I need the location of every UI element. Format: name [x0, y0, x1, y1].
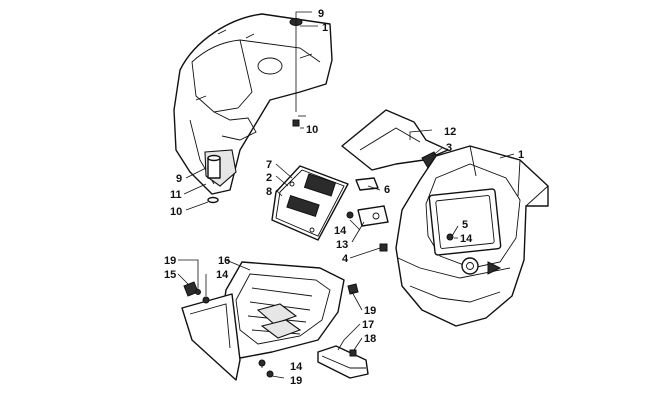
front-fender-assembly [173, 13, 333, 195]
callout-10-top: 10 [306, 124, 318, 136]
callout-3: 3 [446, 142, 452, 154]
callout-9-top: 9 [318, 8, 324, 20]
fastener-14-mid [346, 211, 354, 219]
callout-labels: 9 1 10 9 11 10 7 2 8 6 12 3 1 5 14 14 13… [164, 8, 524, 387]
callout-14-left: 14 [216, 269, 229, 281]
callout-12: 12 [444, 126, 456, 138]
callout-8: 8 [266, 186, 272, 198]
callout-15: 15 [164, 269, 176, 281]
callout-13: 13 [336, 239, 348, 251]
callout-19-left: 19 [164, 255, 176, 267]
callout-19-right: 19 [364, 305, 376, 317]
shield-part-12 [341, 109, 449, 171]
washer-10-low [207, 196, 219, 204]
callout-14-bottom: 14 [290, 361, 303, 373]
label-plate [271, 165, 349, 241]
callout-9-mid: 9 [176, 173, 182, 185]
bracket-part-13 [357, 205, 389, 227]
fastener-18 [349, 349, 357, 357]
fastener-19-bottom [266, 370, 274, 378]
fastener-10-top [292, 119, 300, 127]
callout-19-bottom: 19 [290, 375, 302, 387]
fastener-4 [379, 243, 388, 252]
step-bar-part-17 [317, 345, 369, 379]
callout-11: 11 [170, 189, 182, 201]
callout-7: 7 [266, 159, 272, 171]
callout-16: 16 [218, 255, 230, 267]
tab-part-6 [355, 177, 379, 191]
fastener-19-right [347, 283, 359, 295]
callout-14-right: 14 [460, 233, 473, 245]
fastener-19-left [195, 289, 201, 295]
fastener-14-left [202, 296, 210, 304]
bumper-9-mid [207, 154, 221, 179]
callout-17: 17 [362, 319, 374, 331]
callout-6: 6 [384, 184, 390, 196]
callout-18: 18 [364, 333, 376, 345]
callout-1-right: 1 [518, 149, 524, 161]
callout-4: 4 [342, 253, 349, 265]
fastener-14-right [446, 233, 454, 241]
callout-14-mid: 14 [334, 225, 347, 237]
callout-5: 5 [462, 219, 468, 231]
callout-2: 2 [266, 172, 272, 184]
callout-1-top: 1 [322, 22, 328, 34]
footwell-part-16 [181, 261, 345, 381]
rear-fender-assembly [395, 145, 549, 327]
callout-10-low: 10 [170, 206, 182, 218]
leader-lines [177, 11, 515, 379]
fastener-14-bottom [258, 359, 266, 367]
